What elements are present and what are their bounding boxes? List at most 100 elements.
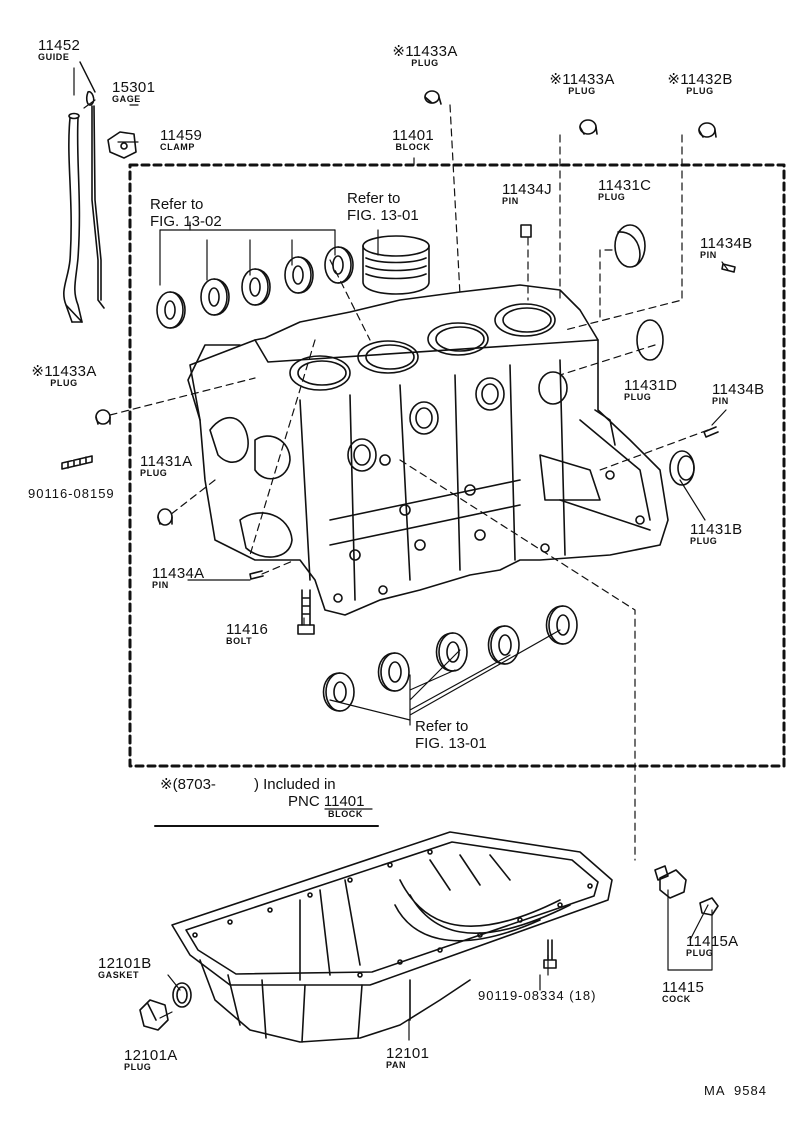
plug-a-icon: [157, 508, 173, 526]
plug-far-right-icon: [698, 122, 717, 138]
plug-b-icon: [669, 450, 695, 486]
label-11434B-mid: 11434B PIN: [712, 382, 764, 406]
part-name: PLUG: [686, 86, 714, 96]
note-pnc: PNC 11401: [288, 792, 365, 810]
plug-c-icon: [614, 224, 646, 268]
plug-left-icon: [95, 409, 111, 425]
lower-bearings-drawing: [322, 605, 578, 712]
clamp-drawing: [107, 131, 137, 159]
part-name: PAN: [386, 1060, 407, 1070]
part-number: ※11433A: [392, 43, 458, 60]
label-11401: 11401 BLOCK: [392, 128, 434, 152]
part-name: PLUG: [568, 86, 596, 96]
cock-plug-icon: [699, 897, 719, 916]
part-name: PLUG: [598, 192, 626, 202]
part-name: PLUG: [124, 1062, 152, 1072]
part-number: 11434J: [502, 181, 552, 198]
part-name: PLUG: [686, 948, 714, 958]
oil-pan-drawing: [171, 831, 613, 1043]
part-name: CLAMP: [160, 142, 195, 152]
part-number: 11431C: [598, 177, 652, 194]
upper-bearings-drawing: [156, 246, 354, 329]
label-11431B: 11431B PLUG: [690, 522, 742, 546]
part-name: PIN: [502, 196, 519, 206]
plug-right-icon: [579, 119, 598, 135]
note-prefix: ※(8703-: [160, 776, 216, 793]
part-number: 11459: [160, 127, 203, 144]
part-number: 11416: [226, 621, 269, 638]
label-15301: 15301 GAGE: [112, 80, 155, 104]
label-12101: 12101 PAN: [386, 1046, 429, 1070]
plug-top-icon: [424, 90, 442, 105]
label-11434B-top: 11434B PIN: [700, 236, 752, 260]
part-name: PLUG: [411, 58, 439, 68]
label-11416: 11416 BOLT: [226, 622, 268, 646]
reference-figure: FIG. 13-01: [347, 207, 419, 225]
part-name: PLUG: [50, 378, 78, 388]
part-number: 11401: [391, 127, 435, 144]
oil-gage-drawing: [79, 61, 105, 309]
label-11431C: 11431C PLUG: [598, 178, 651, 202]
stud-bolt-icon: [61, 455, 93, 470]
code-pan-bolt: 90119-08334 (18): [478, 988, 597, 1003]
dashed-center-lines: [109, 104, 709, 861]
reference-line: Refer to: [150, 196, 204, 213]
reference-fig-13-01-top: Refer to FIG. 13-01: [347, 190, 419, 225]
pin-j-icon: [520, 224, 532, 238]
dipstick-guide-drawing: [63, 112, 83, 323]
label-11452: 11452 GUIDE: [38, 38, 80, 62]
pan-bolt-icon: [543, 939, 557, 969]
bolt-icon: [297, 589, 315, 635]
part-name: PLUG: [690, 536, 718, 546]
part-name: PIN: [712, 396, 729, 406]
block-assembly-frame: [128, 163, 786, 768]
part-number: 15301: [112, 79, 156, 96]
pin-b-top-icon: [721, 263, 736, 273]
reference-fig-13-02: Refer to FIG. 13-02: [150, 196, 222, 231]
reference-line: Refer to: [415, 718, 469, 735]
part-number: 11452: [38, 37, 81, 54]
part-name: PIN: [152, 580, 169, 590]
part-name: BOLT: [226, 636, 253, 646]
part-name: GASKET: [98, 970, 140, 980]
part-number: 11431D: [624, 377, 678, 394]
part-number: 11415: [662, 979, 705, 996]
label-11459: 11459 CLAMP: [160, 128, 202, 152]
part-name: GAGE: [112, 94, 141, 104]
note-line-1: ※(8703-) Included in: [160, 776, 364, 794]
part-name: PLUG: [624, 392, 652, 402]
part-number: 11431B: [690, 521, 743, 538]
reference-figure: FIG. 13-01: [415, 735, 487, 753]
cock-icon: [654, 865, 687, 899]
part-number: 12101B: [98, 955, 152, 972]
code-stud-bolt: 90116-08159: [28, 486, 115, 501]
engine-block-drawing: [187, 284, 669, 616]
label-12101B: 12101B GASKET: [98, 956, 152, 980]
pin-a-icon: [249, 570, 264, 580]
part-name: COCK: [662, 994, 691, 1004]
label-12101A: 12101A PLUG: [124, 1048, 178, 1072]
label-11432B: ※11432B PLUG: [667, 72, 732, 96]
drain-plug-icon: [139, 999, 169, 1031]
part-number: 11434A: [152, 565, 205, 582]
pan-small-parts-drawing: [139, 865, 719, 1031]
label-11433A-top: ※11433A PLUG: [392, 44, 457, 68]
part-number: 12101: [386, 1045, 430, 1062]
part-number: 11431A: [140, 453, 193, 470]
label-11431A: 11431A PLUG: [140, 454, 192, 478]
part-name: PLUG: [140, 468, 168, 478]
label-11433A-left: ※11433A PLUG: [31, 364, 96, 388]
label-11415: 11415 COCK: [662, 980, 704, 1004]
part-name: BLOCK: [395, 142, 431, 152]
part-number: 11415A: [686, 933, 739, 950]
small-parts-drawing: [61, 90, 736, 635]
diagram-code: MA 9584: [704, 1083, 767, 1098]
note-block: BLOCK: [328, 809, 363, 819]
label-11434A: 11434A PIN: [152, 566, 204, 590]
part-number: 11434B: [712, 381, 765, 398]
reference-figure: FIG. 13-02: [150, 213, 222, 231]
part-name: GUIDE: [38, 52, 70, 62]
part-name: PIN: [700, 250, 717, 260]
label-11431D: 11431D PLUG: [624, 378, 677, 402]
